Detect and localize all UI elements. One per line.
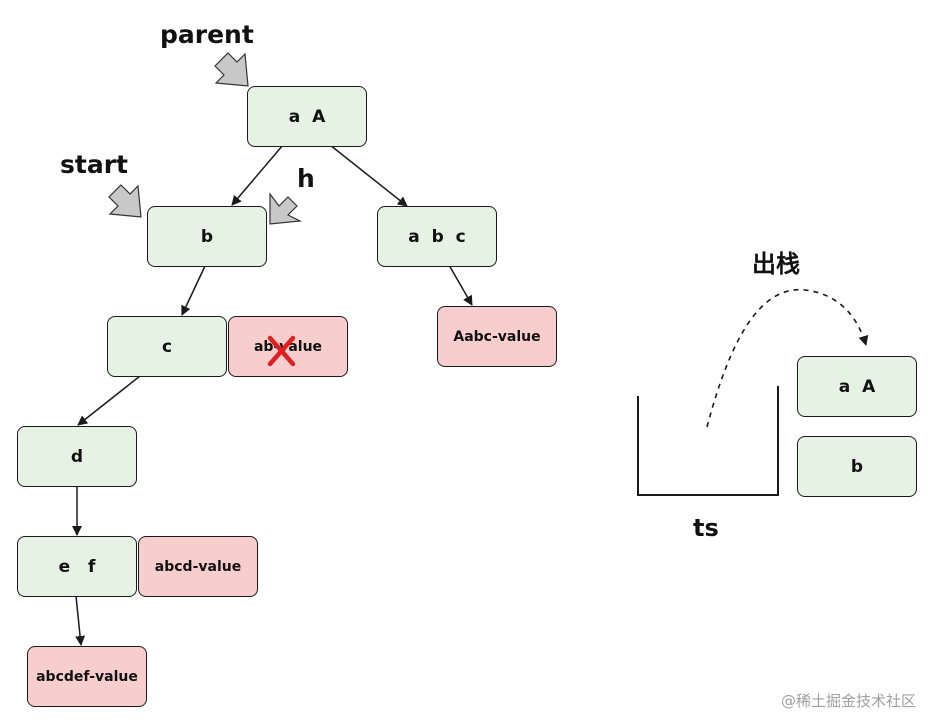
node-root: a A bbox=[247, 86, 367, 147]
popped-item-root: a A bbox=[797, 356, 917, 417]
node-b: b bbox=[147, 206, 267, 267]
stack-ts-label: ts bbox=[693, 514, 719, 542]
node-d: d bbox=[17, 426, 137, 487]
edge-root-to-b bbox=[231, 144, 284, 206]
stack-ts-container bbox=[637, 386, 779, 496]
popped-item-b: b bbox=[797, 436, 917, 497]
value-abcdef: abcdef-value bbox=[27, 646, 147, 707]
edge-c-to-d bbox=[77, 375, 141, 426]
pop-label: 出栈 bbox=[752, 250, 800, 278]
edge-root-to-abc bbox=[329, 144, 408, 207]
value-abcd: abcd-value bbox=[138, 536, 258, 597]
edge-abc-to-value bbox=[448, 264, 473, 306]
node-c: c bbox=[107, 316, 227, 377]
value-ab: ab-value bbox=[228, 316, 348, 377]
h-pointer-arrow bbox=[269, 192, 303, 225]
pop-dashed-arrow bbox=[706, 288, 869, 428]
node-abc: a b c bbox=[377, 206, 497, 267]
watermark: @稀土掘金技术社区 bbox=[780, 692, 916, 710]
node-ef: e f bbox=[17, 536, 137, 597]
value-aabc: Aabc-value bbox=[437, 306, 557, 367]
edge-b-to-c bbox=[181, 265, 206, 316]
parent-label: parent bbox=[160, 20, 254, 49]
start-pointer-arrow bbox=[108, 184, 142, 218]
start-label: start bbox=[60, 150, 128, 179]
edge-ef-to-value bbox=[75, 595, 86, 646]
h-label: h bbox=[297, 164, 315, 193]
parent-pointer-arrow bbox=[214, 52, 249, 87]
